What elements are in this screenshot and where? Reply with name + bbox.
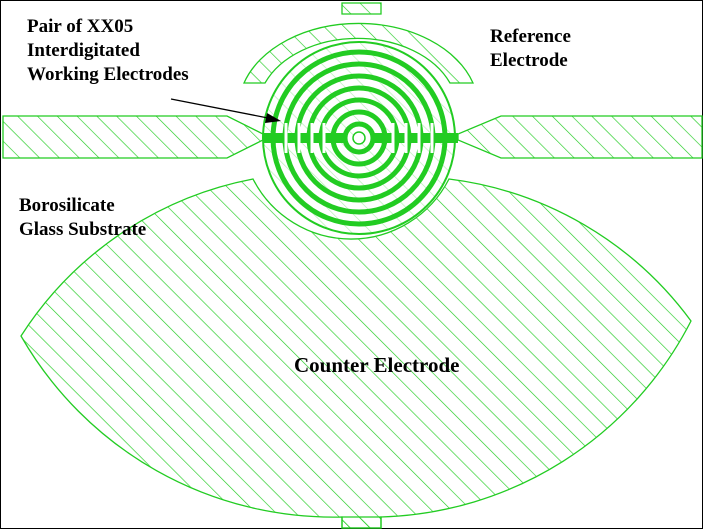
counter-electrode-label: Counter Electrode xyxy=(294,353,460,377)
working-label-line3: Working Electrodes xyxy=(27,64,189,85)
reference-label-line1: Reference xyxy=(490,26,571,47)
pointer-arrow xyxy=(170,98,281,123)
substrate-label-line2: Glass Substrate xyxy=(19,219,147,240)
counter-electrode xyxy=(20,178,692,529)
substrate-label-line1: Borosilicate xyxy=(19,195,115,216)
working-electrodes xyxy=(262,41,458,235)
reference-lead xyxy=(341,2,382,15)
working-label-line2: Interdigitated xyxy=(27,40,140,61)
substrate-label: Borosilicate Glass Substrate xyxy=(19,194,146,242)
counter-lead xyxy=(341,516,382,529)
reference-electrode-shape xyxy=(242,22,475,84)
reference-electrode-label: Reference Electrode xyxy=(490,25,571,73)
reference-label-line2: Electrode xyxy=(490,50,568,71)
working-label-line1: Pair of XX05 xyxy=(27,16,134,37)
left-lead xyxy=(2,115,264,159)
right-lead xyxy=(457,115,703,159)
working-electrodes-label: Pair of XX05 Interdigitated Working Elec… xyxy=(27,15,189,87)
